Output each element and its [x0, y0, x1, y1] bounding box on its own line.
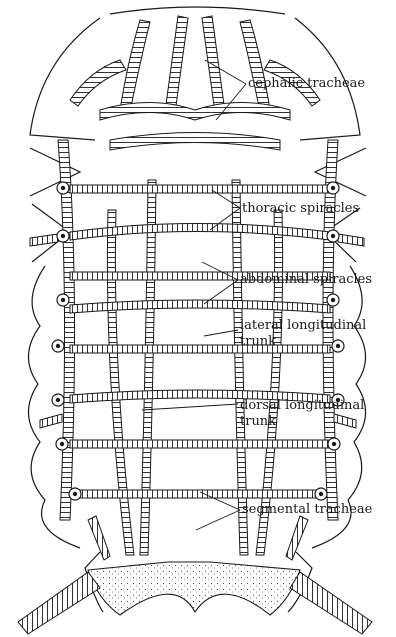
posterior-lobes	[88, 562, 300, 615]
label-segmental-tracheae: segmental tracheae	[242, 502, 372, 517]
label-lateral-trunk: trunk	[240, 334, 276, 349]
label-dorsal-longitudinal: dorsal longitudinal	[240, 398, 364, 413]
label-abdominal-spiracles: abdominal spiracles	[240, 272, 372, 287]
label-dorsal-trunk: trunk	[240, 414, 276, 429]
label-thoracic-spiracles: thoracic spiracles	[242, 201, 359, 216]
leader-lines	[142, 60, 246, 530]
label-cephalic-tracheae: cephalic tracheae	[248, 76, 365, 91]
label-lateral-longitudinal: lateral longitudinal	[240, 318, 366, 333]
dorsal-longitudinal-trunks	[107, 180, 282, 555]
